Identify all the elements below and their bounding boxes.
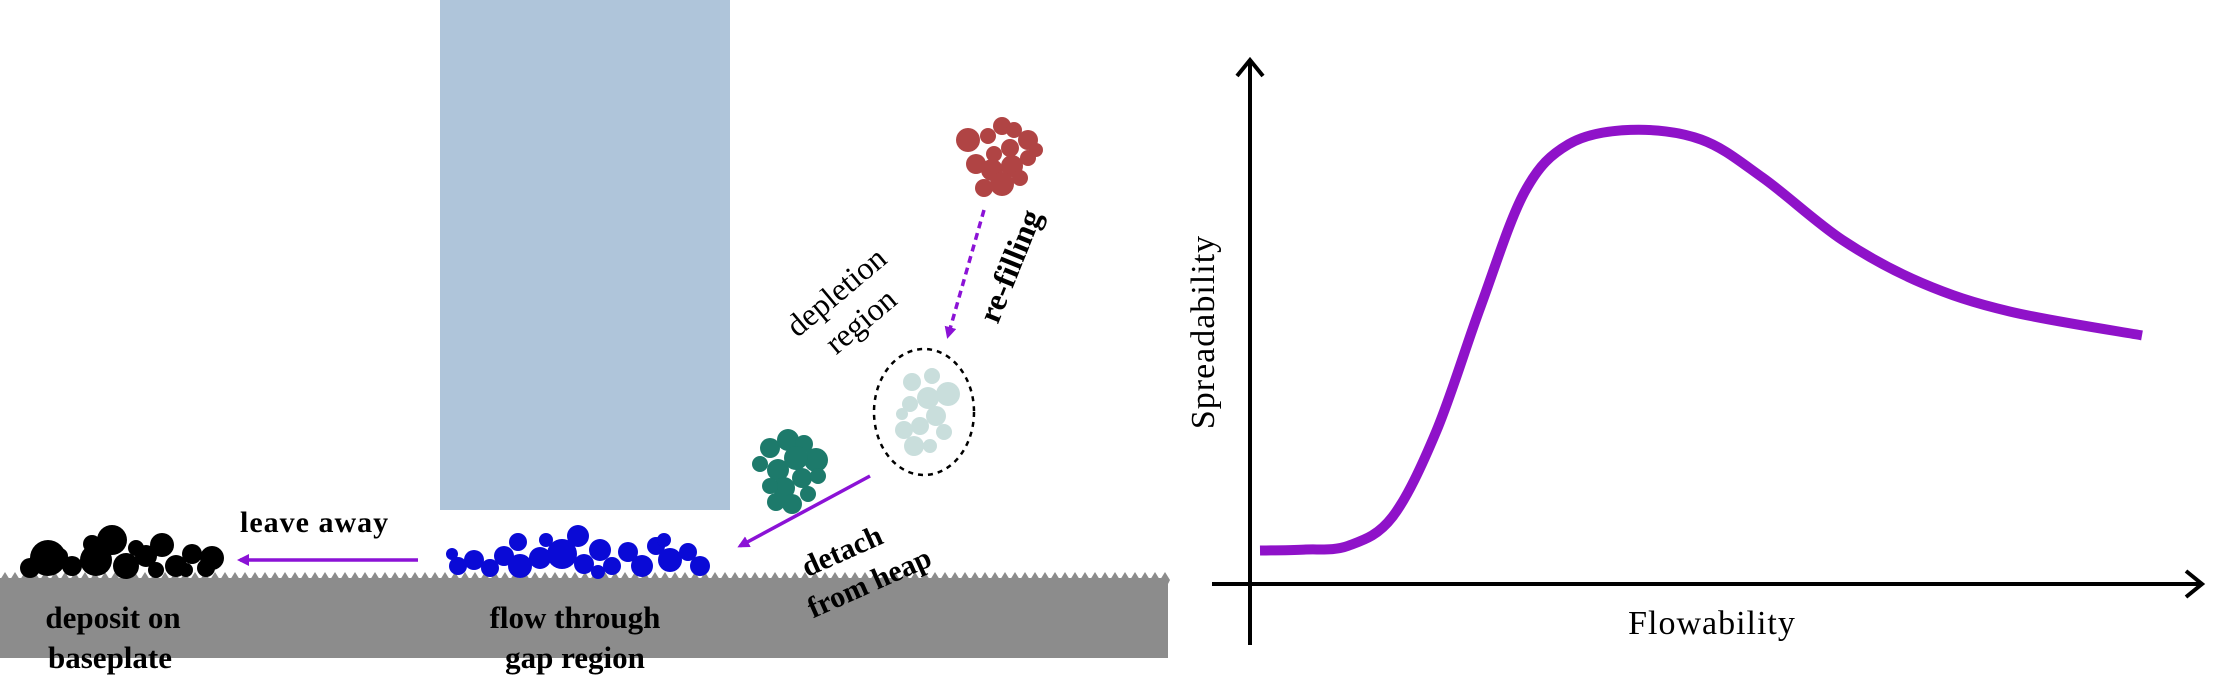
x-axis-label: Flowability xyxy=(1628,605,1796,642)
svg-text:gap region: gap region xyxy=(505,640,645,675)
depleted-particles xyxy=(895,368,960,456)
deposit-label: deposit on baseplate xyxy=(45,600,180,675)
detach-arrow xyxy=(737,474,871,548)
refill-particles xyxy=(956,117,1043,197)
svg-text:flow through: flow through xyxy=(490,600,661,635)
y-axis-label: Spreadability xyxy=(1185,235,1222,429)
depletion-label: depletion region xyxy=(779,240,903,361)
spreader-blade xyxy=(440,0,730,510)
refilling-arrow xyxy=(944,209,986,339)
depletion-region xyxy=(872,347,976,477)
baseplate xyxy=(0,572,1170,658)
svg-text:deposit on: deposit on xyxy=(45,600,180,635)
detached-particles xyxy=(752,429,828,514)
leave-away-label: leave away xyxy=(240,506,389,539)
spreadability-chart: Flowability Spreadability xyxy=(1185,56,2206,645)
deposited-particles xyxy=(20,525,224,579)
flow-label: flow through gap region xyxy=(490,600,661,675)
series-line xyxy=(1259,124,2143,556)
refilling-label: re-filling xyxy=(971,204,1049,327)
gap-flow-particles xyxy=(446,525,710,579)
svg-text:baseplate: baseplate xyxy=(48,640,172,675)
